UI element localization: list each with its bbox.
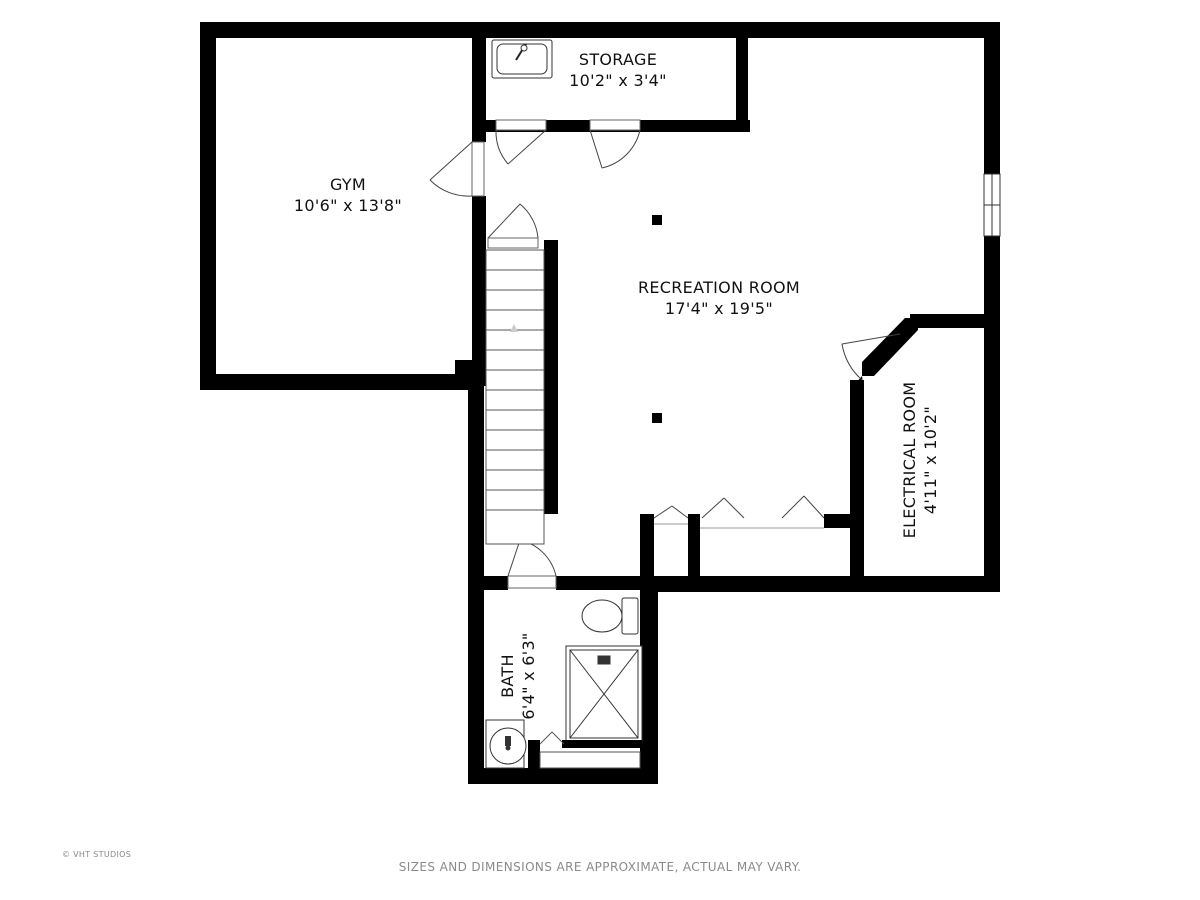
support-column-icon [652,413,662,423]
gym-label: GYM 10'6" x 13'8" [294,174,402,216]
stairs-icon [485,249,545,545]
gym-dims: 10'6" x 13'8" [293,196,403,215]
door-icon [495,119,547,165]
recreation-room-name: RECREATION ROOM [637,278,801,297]
bath-dims: 6'4" x 6'3" [519,632,538,720]
recreation-room-dims: 17'4" x 19'5" [664,299,774,318]
electrical-room-name: ELECTRICAL ROOM [900,381,919,539]
vanity-sink-icon [485,719,527,769]
door-icon [528,731,641,769]
storage-label: STORAGE 10'2" x 3'4" [569,49,667,91]
bath-name: BATH [498,654,517,698]
electrical-room-dims: 4'11" x 10'2" [921,405,940,515]
bath-label: BATH 6'4" x 6'3" [497,632,539,719]
exterior-walls [200,22,1000,784]
storage-dims: 10'2" x 3'4" [569,71,667,90]
door-icon [487,203,539,249]
toilet-icon [581,597,639,635]
door-icon [507,539,557,589]
door-icon [429,141,485,197]
door-icon [841,333,901,381]
electrical-room-label: ELECTRICAL ROOM 4'11" x 10'2" [899,382,941,539]
shower-icon [562,645,643,748]
door-icon [653,495,825,529]
copyright-text: © VHT STUDIOS [62,850,132,859]
window-icon [983,173,1001,237]
sink-icon [491,39,553,79]
door-icon [589,119,641,169]
gym-name: GYM [329,175,367,194]
storage-name: STORAGE [578,50,658,69]
disclaimer-text: SIZES AND DIMENSIONS ARE APPROXIMATE, AC… [398,860,802,874]
support-column-icon [652,215,662,225]
recreation-room-label: RECREATION ROOM 17'4" x 19'5" [638,277,800,319]
interior-walls [455,22,990,590]
